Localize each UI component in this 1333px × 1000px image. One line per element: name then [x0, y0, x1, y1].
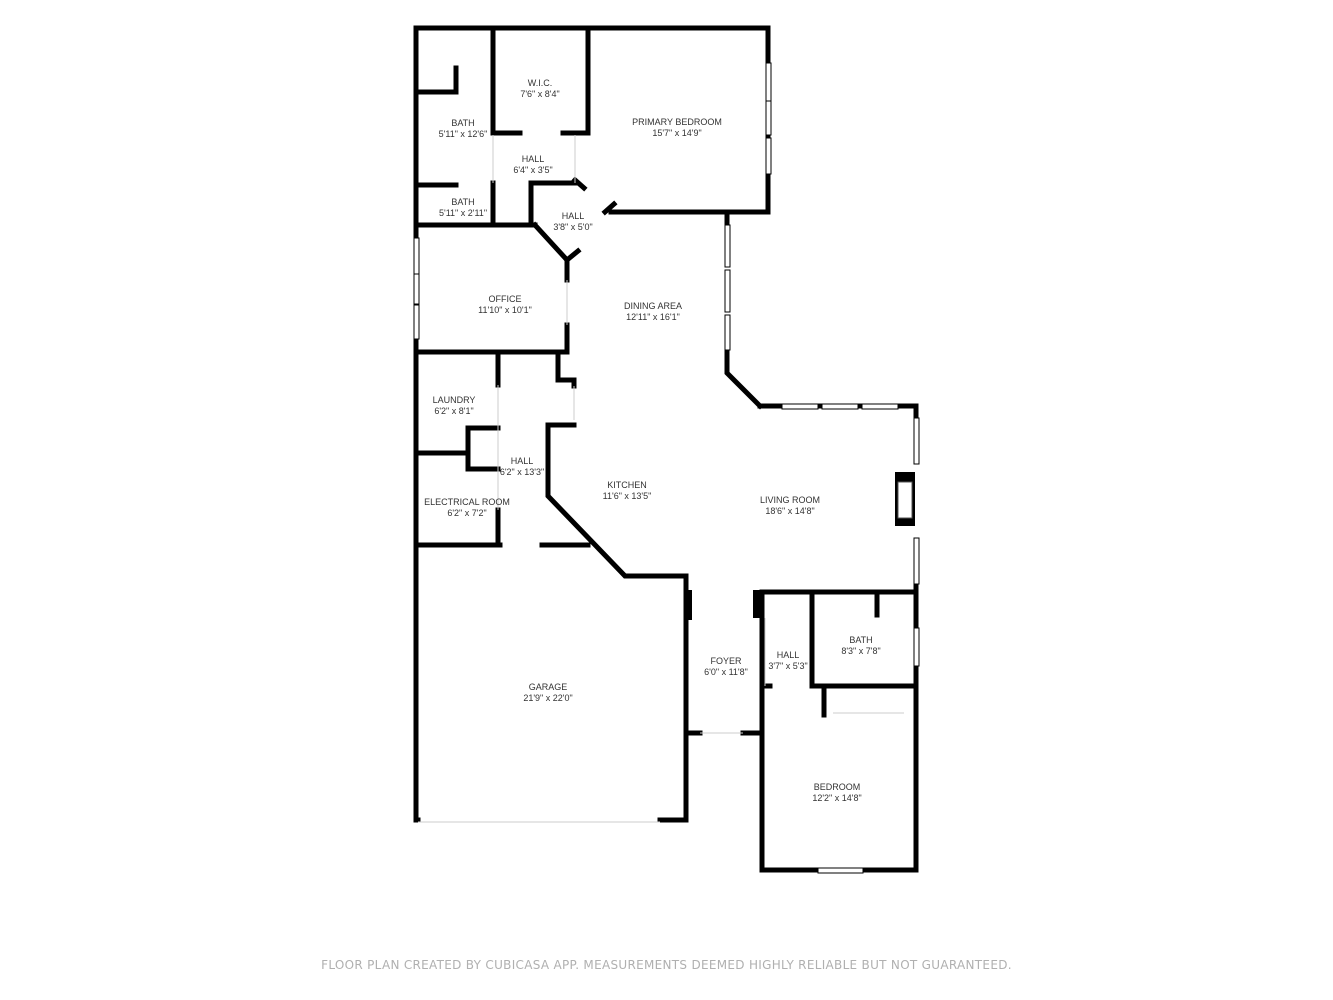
room-name: BATH: [451, 118, 475, 128]
room-name: LAUNDRY: [432, 395, 476, 405]
room-dimensions: 5'11" x 12'6": [438, 129, 488, 139]
room-name: HALL: [776, 650, 800, 660]
room-name: GARAGE: [528, 682, 568, 692]
room-dimensions: 6'4" x 3'5": [513, 165, 553, 175]
room-name: HALL: [521, 154, 545, 164]
room-dimensions: 8'3" x 7'8": [841, 646, 881, 656]
wic-walls: [490, 25, 523, 136]
fireplace-icon: [895, 472, 915, 526]
room-label-wic: W.I.C.7'6" x 8'4": [520, 78, 559, 100]
room-name: HALL: [510, 456, 534, 466]
room-name: PRIMARY BEDROOM: [632, 117, 722, 127]
room-dimensions: 6'2" x 13'3": [499, 467, 545, 477]
walls: [413, 25, 919, 873]
windows: [413, 62, 920, 874]
room-name: BEDROOM: [813, 782, 861, 792]
room-name: W.I.C.: [527, 78, 553, 88]
room-name: DINING AREA: [623, 301, 683, 311]
room-name: LIVING ROOM: [759, 495, 821, 505]
room-dimensions: 12'2" x 14'8": [812, 793, 862, 803]
room-name: KITCHEN: [607, 480, 647, 490]
hall-diagonal-walls: [531, 221, 570, 283]
room-dimensions: 15'7" x 14'9": [652, 128, 702, 138]
room-dimensions: 3'8" x 5'0": [553, 222, 593, 232]
room-dimensions: 12'11" x 16'1": [626, 312, 680, 322]
room-dimensions: 3'7" x 5'3": [768, 661, 808, 671]
room-dimensions: 21'9" x 22'0": [523, 693, 573, 703]
room-name: OFFICE: [488, 294, 522, 304]
room-name: BATH: [451, 197, 475, 207]
openings: [418, 135, 904, 823]
room-name: HALL: [561, 211, 585, 221]
room-dimensions: 7'6" x 8'4": [520, 89, 560, 99]
room-name: BATH: [849, 635, 873, 645]
room-dimensions: 18'6" x 14'8": [765, 506, 815, 516]
room-dimensions: 5'11" x 2'11": [438, 208, 488, 218]
room-dimensions: 6'2" x 8'1": [434, 406, 474, 416]
room-name: FOYER: [710, 656, 742, 666]
room-dimensions: 11'10" x 10'1": [478, 305, 532, 315]
disclaimer-footer: FLOOR PLAN CREATED BY CUBICASA APP. MEAS…: [321, 958, 1012, 972]
room-dimensions: 6'2" x 7'2": [447, 508, 487, 518]
room-dimensions: 11'6" x 13'5": [602, 491, 652, 501]
room-name: ELECTRICAL ROOM: [424, 497, 510, 507]
room-dimensions: 6'0" x 11'8": [704, 667, 748, 677]
